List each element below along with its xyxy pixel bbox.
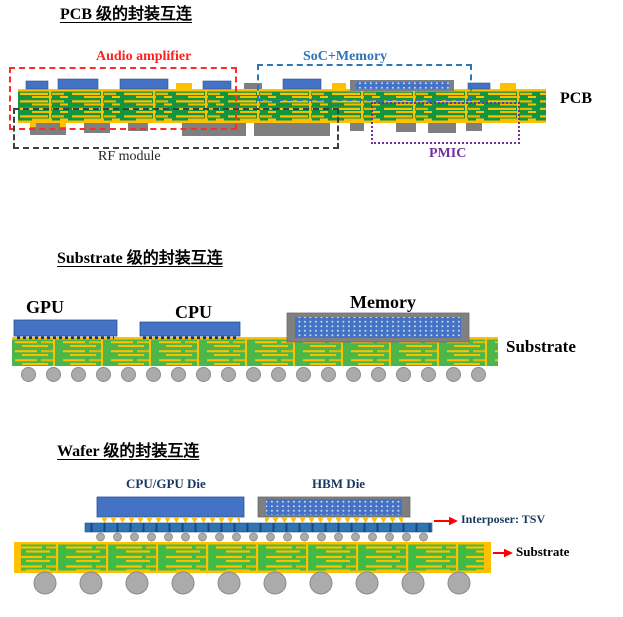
substrate-arrow	[493, 548, 513, 558]
pcb-board-graphic	[18, 78, 546, 136]
audio-amplifier-label: Audio amplifier	[96, 49, 192, 64]
substrate-solder-balls	[16, 366, 494, 383]
rf-module-label: RF module	[98, 149, 161, 164]
c4-bumps	[92, 532, 430, 542]
hbm-die-label: HBM Die	[312, 476, 366, 491]
soc-memory-label: SoC+Memory	[303, 49, 388, 64]
wafer-substrate-label: Substrate	[516, 544, 570, 559]
section-title-substrate-level: Substrate 级的封装互连	[57, 250, 223, 267]
wafer-graphic	[14, 496, 513, 595]
gpu-die	[13, 319, 118, 337]
pcb-label: PCB	[560, 90, 592, 107]
rf-module-box	[13, 108, 339, 149]
interposer-arrow	[434, 516, 458, 526]
cpu-gpu-die-graphic	[96, 496, 245, 518]
gpu-label: GPU	[26, 297, 64, 317]
micro-bumps-left	[100, 517, 240, 523]
pmic-label: PMIC	[429, 146, 467, 161]
pcb-top-components	[25, 78, 516, 91]
audio-amplifier-box	[9, 67, 237, 130]
pmic-box	[371, 102, 520, 144]
interposer-tsv-label: Interposer: TSV	[461, 512, 546, 526]
micro-bumps-right	[265, 517, 403, 523]
section-title-pcb-level: PCB 级的封装互连	[60, 6, 193, 23]
memory-label: Memory	[350, 292, 416, 312]
cpu-label: CPU	[175, 302, 212, 322]
substrate-graphic	[12, 312, 498, 383]
section-title-wafer-level: Wafer 级的封装互连	[57, 443, 200, 460]
interposer-graphic	[84, 522, 433, 533]
cpu-die	[139, 321, 241, 337]
bga-solder-balls	[22, 571, 482, 595]
soc-memory-box	[257, 64, 472, 101]
cpu-gpu-die-label: CPU/GPU Die	[126, 476, 206, 491]
substrate-label: Substrate	[506, 337, 576, 356]
